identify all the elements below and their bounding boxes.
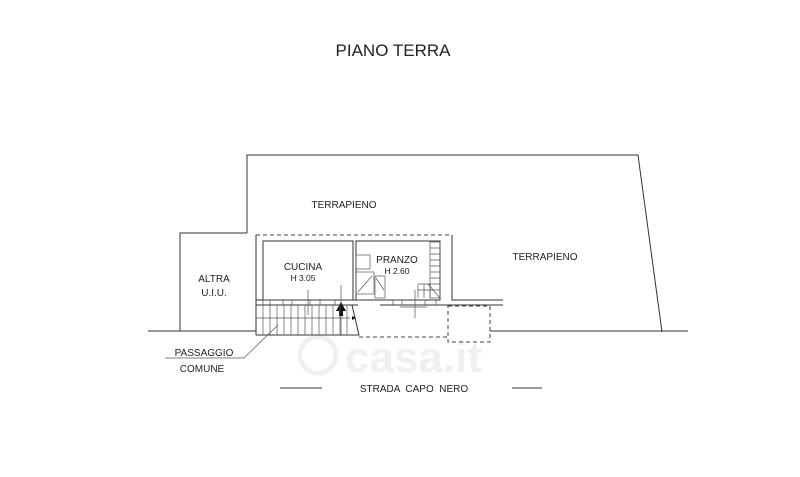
entrance-arrow-icon	[336, 302, 346, 311]
label-passaggio: PASSAGGIO	[175, 348, 234, 359]
label-terrapieno-right: TERRAPIENO	[512, 252, 577, 263]
label-altra: ALTRA	[198, 274, 230, 285]
label-uiu: U.I.U.	[201, 288, 227, 299]
label-pranzo-height: H 2.60	[384, 266, 409, 276]
watermark: casa.it	[297, 333, 482, 382]
plan-title: PIANO TERRA	[336, 41, 452, 60]
passaggio-leader	[165, 324, 279, 359]
passaggio-comune-hatch	[256, 304, 491, 343]
terrapieno-outline	[246, 154, 663, 333]
svg-text:casa.it: casa.it	[345, 333, 482, 382]
label-cucina-height: H 3.05	[290, 273, 315, 283]
label-strada: STRADA CAPO NERO	[360, 384, 469, 395]
altra-uiu-outline	[179, 232, 247, 331]
dashed-area	[447, 305, 491, 343]
building	[255, 234, 503, 335]
label-terrapieno-top: TERRAPIENO	[311, 200, 376, 211]
label-comune: COMUNE	[180, 364, 225, 375]
label-pranzo: PRANZO	[376, 255, 418, 266]
label-cucina: CUCINA	[284, 262, 323, 273]
